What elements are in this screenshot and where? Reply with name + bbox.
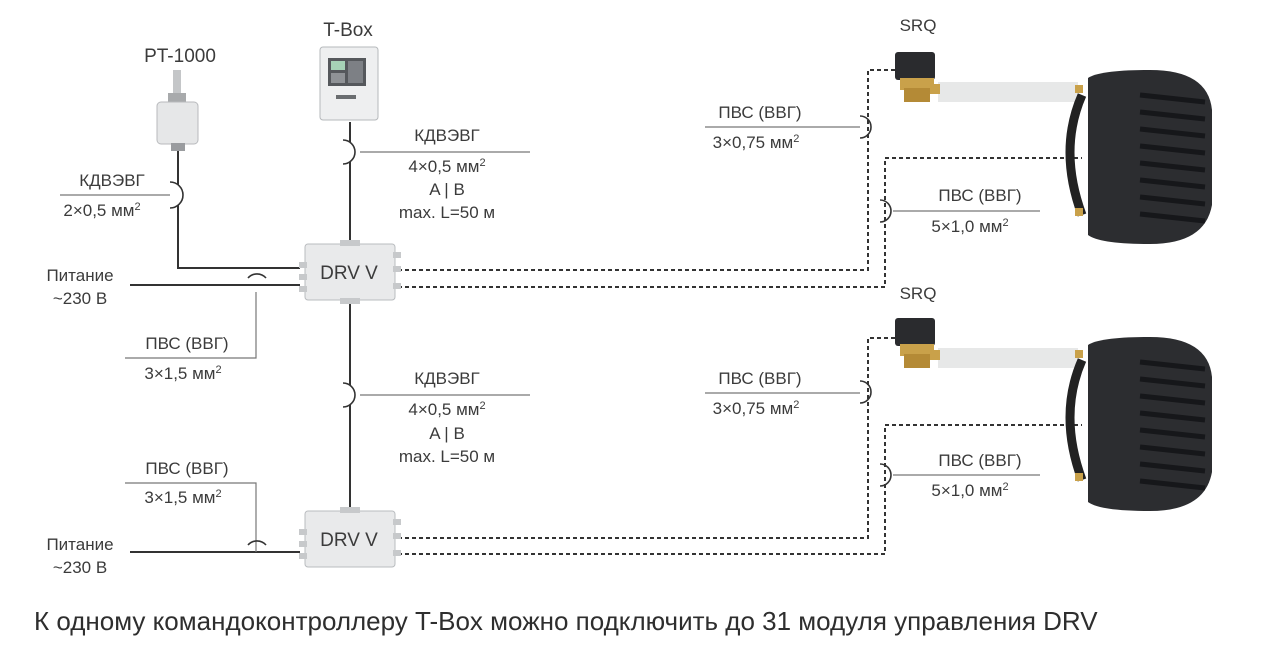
heater-cable-upper-type: ПВС (ВВГ) [938,186,1021,205]
tbox-device [319,46,379,121]
srq-valve-lower [895,318,1078,368]
power-cable-upper-type: ПВС (ВВГ) [145,334,228,353]
labels: PT-1000 T-Box DRV V DRV V SRQ SRQ КДВЭВГ… [46,16,1021,577]
srq-valve-upper [895,52,1078,102]
drv-lower-label: DRV V [320,530,378,551]
heater-lower [1065,337,1212,511]
heater-cable-upper-spec: 5×1,0 мм2 [931,217,1008,236]
power-upper-line1: Питание [46,266,113,285]
drv-upper-label: DRV V [320,263,378,284]
power-lower-line1: Питание [46,535,113,554]
drv-link-cable-line3: max. L=50 м [399,447,495,466]
pt1000-label: PT-1000 [144,46,216,67]
heater-cable-lower-type: ПВС (ВВГ) [938,451,1021,470]
dashed-wires [398,69,1082,555]
srq-cable-lower-type: ПВС (ВВГ) [718,369,801,388]
power-upper-line2: ~230 В [53,289,107,308]
diagram-caption: К одному командоконтроллеру T-Box можно … [34,606,1098,636]
srq-cable-upper-spec: 3×0,75 мм2 [713,133,800,152]
drv-link-cable-line2: A | B [429,424,465,443]
pt1000-wire [177,148,300,269]
wiring-diagram: PT-1000 T-Box DRV V DRV V SRQ SRQ КДВЭВГ… [46,16,1212,577]
cable-markers [169,115,892,546]
srq-cable-lower-spec: 3×0,75 мм2 [713,399,800,418]
drv-link-cable-type: КДВЭВГ [414,369,480,388]
drv-link-cable-spec: 4×0,5 мм2 [408,400,485,419]
power-cable-lower-spec: 3×1,5 мм2 [144,488,221,507]
srq-lower-label: SRQ [900,284,937,303]
power-cable-upper-spec: 3×1,5 мм2 [144,364,221,383]
srq-upper-label: SRQ [900,16,937,35]
drv-box-lower [299,507,401,568]
tbox-cable-type: КДВЭВГ [414,126,480,145]
tbox-cable-line2: A | B [429,180,465,199]
srq-cable-upper-type: ПВС (ВВГ) [718,103,801,122]
drv-box-upper [299,240,401,304]
pt-cable-spec: 2×0,5 мм2 [63,201,140,220]
pt-cable-type: КДВЭВГ [79,171,145,190]
heater-upper [1065,70,1212,244]
tbox-label: T-Box [323,20,373,41]
tbox-cable-spec: 4×0,5 мм2 [408,157,485,176]
pt1000-sensor [156,70,199,151]
power-lower-line2: ~230 В [53,558,107,577]
tbox-cable-line3: max. L=50 м [399,203,495,222]
heater-cable-lower-spec: 5×1,0 мм2 [931,481,1008,500]
leader-lines [60,126,1040,552]
power-cable-lower-type: ПВС (ВВГ) [145,459,228,478]
